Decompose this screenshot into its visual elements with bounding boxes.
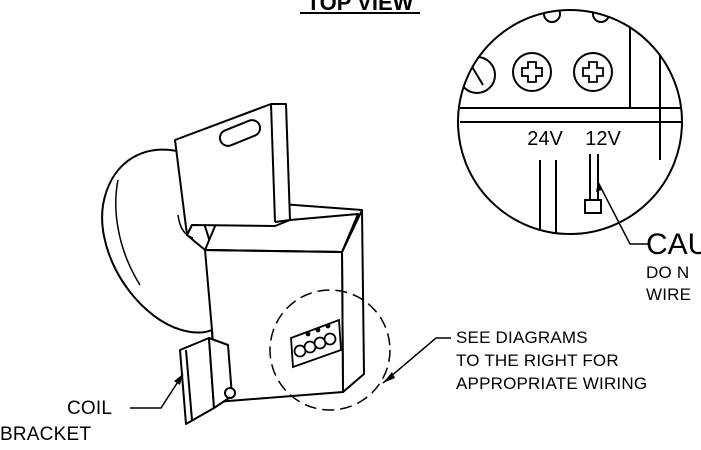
detail-circle-small (269, 289, 391, 411)
coil-label: COIL (67, 398, 112, 419)
see-diagrams-line-1: SEE DIAGRAMS (456, 328, 588, 347)
housing (204, 199, 365, 403)
see-diagrams-line-2: TO THE RIGHT FOR (456, 351, 619, 370)
coil-bracket (179, 337, 236, 425)
see-diagrams-callout: SEE DIAGRAMS TO THE RIGHT FOR APPROPRIAT… (382, 328, 647, 393)
caution-callout: CAU DO N WIRE (596, 181, 701, 304)
coil-bracket-callout: COIL BRACKET (0, 373, 184, 445)
top-view-title: TOP VIEW (300, 0, 420, 15)
detail-magnified-view: 24V 12V (457, 9, 683, 235)
caution-heading: CAU (646, 228, 701, 261)
terminal-label-12v: 12V (585, 128, 621, 150)
see-diagrams-line-3: APPROPRIATE WIRING (456, 374, 647, 393)
bracket-label: BRACKET (0, 424, 91, 445)
terminal-block (290, 318, 342, 369)
mounting-bracket (174, 103, 359, 253)
screw-24v (512, 52, 552, 92)
screw-12v (573, 52, 613, 92)
caution-line-1: DO N (646, 263, 689, 282)
terminal-label-24v: 24V (527, 128, 563, 150)
svg-text:TOP VIEW: TOP VIEW (307, 0, 414, 15)
caution-line-2: WIRE (646, 285, 691, 304)
